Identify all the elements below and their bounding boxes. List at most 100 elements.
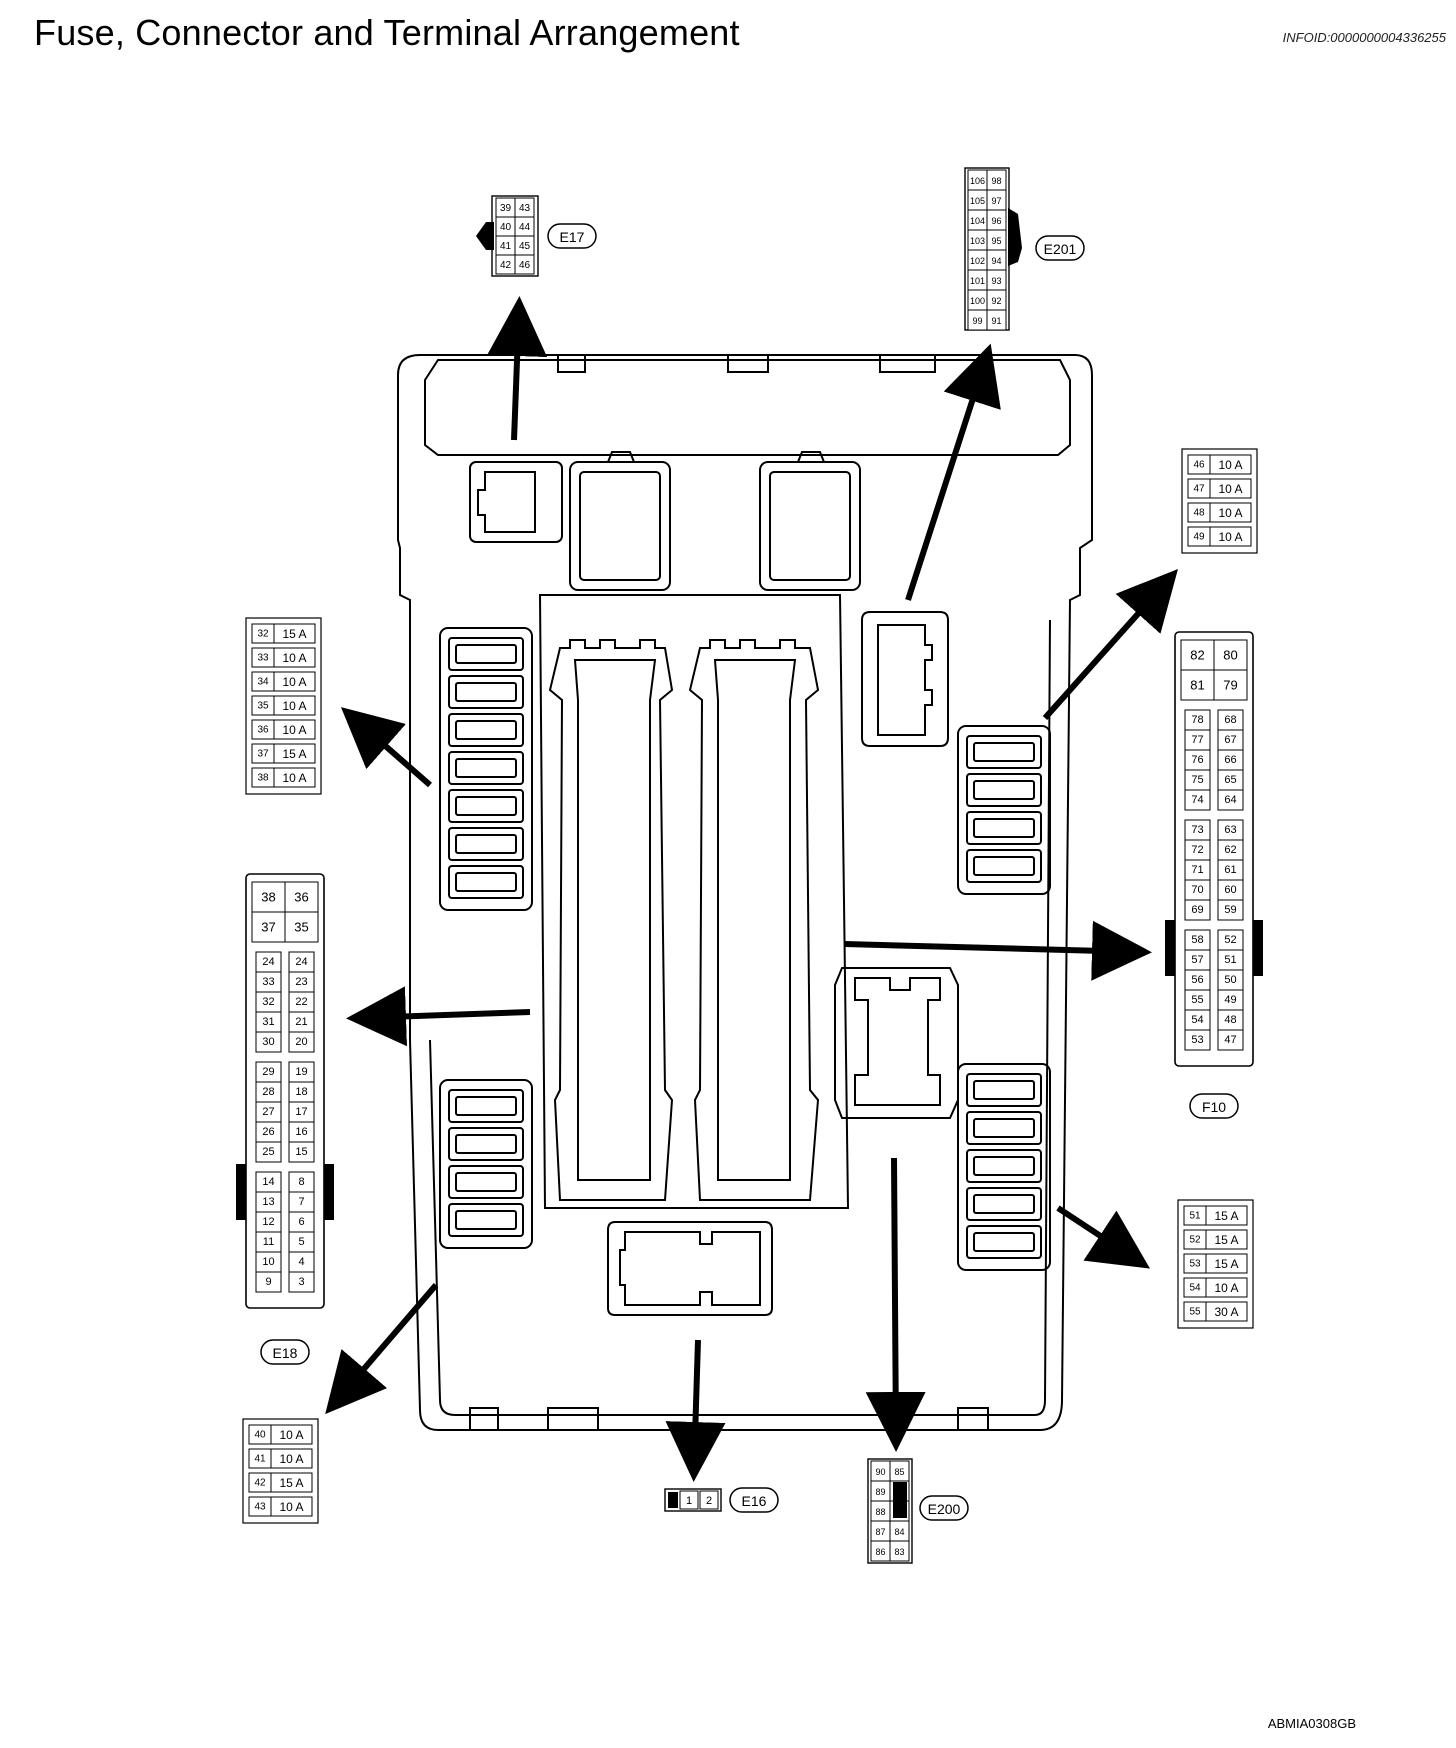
connector-E18-pin: 20 (295, 1036, 307, 1048)
fuse-amperage: 10 A (279, 1452, 303, 1466)
connector-E18-label: E18 (273, 1345, 298, 1361)
connector-F10-pin: 68 (1224, 714, 1236, 726)
fuse-number: 51 (1189, 1211, 1201, 1222)
connector-E18-pin: 30 (262, 1036, 274, 1048)
connector-E18-pin: 12 (262, 1216, 274, 1228)
connector-E18-pin: 37 (261, 920, 275, 935)
connector-E201-pin: 101 (970, 276, 985, 286)
fuse-slot-inner (455, 1210, 517, 1230)
fuse-amperage: 15 A (282, 627, 306, 641)
connector-E201-label: E201 (1044, 241, 1077, 257)
connector-E18-pin: 25 (262, 1146, 274, 1158)
fuse-slot (448, 1203, 524, 1237)
fuse-amperage: 10 A (282, 675, 306, 689)
connector-F10-pin: 57 (1191, 954, 1203, 966)
connector-F10-pin: 58 (1191, 934, 1203, 946)
fuse-slot (448, 1165, 524, 1199)
fuse-amp-cell (1205, 1253, 1248, 1274)
connector-F10-pin: 64 (1224, 794, 1236, 806)
fuse-holders (439, 627, 1051, 1271)
fuse-block-housing (397, 354, 1093, 1431)
connector-E18-pin: 11 (263, 1236, 274, 1248)
connector-F10-pin: 55 (1191, 994, 1203, 1006)
connector-F10-pin-cell (1217, 1029, 1244, 1051)
fuse-slot-inner (455, 872, 517, 892)
fuse-amp-cell (1209, 454, 1252, 475)
connector-E200-badge (919, 1495, 969, 1521)
connector-F10-pin: 76 (1191, 754, 1203, 766)
fuse-amperage: 15 A (282, 747, 306, 761)
fuse-amp-cell (270, 1496, 313, 1517)
fuse-amp-cell (1209, 526, 1252, 547)
connector-E200-pin: 83 (894, 1547, 904, 1557)
connector-E201-pin: 103 (970, 236, 985, 246)
connector-F10-pin: 50 (1224, 974, 1236, 986)
connector-E16-body (664, 1488, 722, 1512)
connector-E201-pin: 100 (970, 296, 985, 306)
fuse-amperage: 15 A (1214, 1257, 1238, 1271)
connector-E200-latch (893, 1482, 907, 1518)
connector-E17-pin: 43 (519, 203, 531, 214)
connector-E18-pin: 9 (265, 1276, 271, 1288)
connector-E17-label: E17 (560, 229, 585, 245)
connector-E17-pin: 44 (519, 222, 531, 233)
connector-E201-pin: 102 (970, 256, 985, 266)
fuse-number: 48 (1193, 508, 1205, 519)
connector-E18-pin: 24 (262, 956, 274, 968)
fuse-slot (448, 1127, 524, 1161)
fuse-amp-cell (1209, 502, 1252, 523)
connector-E17-pin: 41 (500, 241, 512, 252)
connector-E18-pin-cell (284, 911, 319, 943)
connector-F10-pin: 65 (1224, 774, 1236, 786)
connector-E18-pin-cell (255, 1031, 282, 1053)
connector-F10-pin: 73 (1191, 824, 1203, 836)
fuse-slot-inner (455, 1134, 517, 1154)
fuse-amperage: 15 A (279, 1476, 303, 1490)
connector-E200-pin: 86 (875, 1547, 885, 1557)
fuse-number: 35 (257, 701, 269, 712)
connector-F10-pin: 75 (1191, 774, 1203, 786)
fuse-table-right-top (1181, 448, 1258, 554)
connector-E18-pin: 22 (295, 996, 307, 1008)
connector-F10-pin: 66 (1224, 754, 1236, 766)
fuse-slot (966, 1225, 1042, 1259)
fuse-amperage: 15 A (1214, 1233, 1238, 1247)
fuse-number: 46 (1193, 460, 1205, 471)
fuse-slot (966, 773, 1042, 807)
connector-E201-pin: 98 (991, 176, 1001, 186)
connector-F10-badge (1189, 1093, 1239, 1119)
connector-E18-pin: 17 (295, 1106, 307, 1118)
connector-E18-latch-right (324, 1164, 334, 1220)
fuse-amperage: 30 A (1214, 1305, 1238, 1319)
connector-E201-pin: 106 (970, 176, 985, 186)
connector-F10-pin-cell (1217, 899, 1244, 921)
connector-E18-pin: 3 (298, 1276, 304, 1288)
connector-F10-pin: 79 (1223, 678, 1237, 693)
fuse-amp-cell (270, 1424, 313, 1445)
connector-E18-pin: 16 (295, 1126, 307, 1138)
connector-E18-pin: 13 (262, 1196, 274, 1208)
connector-F10-latch-right (1253, 920, 1263, 976)
connector-E16-pin-cell (679, 1490, 699, 1510)
connector-E201-pin: 96 (991, 216, 1001, 226)
fuse-slot-inner (973, 780, 1035, 800)
connector-E201-latch (1008, 208, 1022, 266)
connector-F10-latch-left (1165, 920, 1175, 976)
fuse-amp-cell (273, 719, 316, 740)
connector-E18-pin: 28 (262, 1086, 274, 1098)
fuse-number: 32 (257, 629, 269, 640)
fuse-amperage: 10 A (1218, 506, 1242, 520)
fuse-slot (448, 789, 524, 823)
info-id: INFOID:0000000004336255 (1282, 30, 1446, 45)
connector-E17-pin: 46 (519, 260, 531, 271)
fuse-slot (966, 849, 1042, 883)
fuse-amp-cell (1205, 1229, 1248, 1250)
fuse-amp-cell (273, 695, 316, 716)
fuse-table-left-top (245, 617, 322, 795)
connector-F10-pin: 61 (1224, 864, 1236, 876)
fuse-slot-inner (973, 742, 1035, 762)
fuse-number: 40 (254, 1430, 266, 1441)
connector-E16-pin-cell (699, 1490, 719, 1510)
fuse-slot-inner (973, 1156, 1035, 1176)
connector-E18-pin-cell (288, 1141, 315, 1163)
